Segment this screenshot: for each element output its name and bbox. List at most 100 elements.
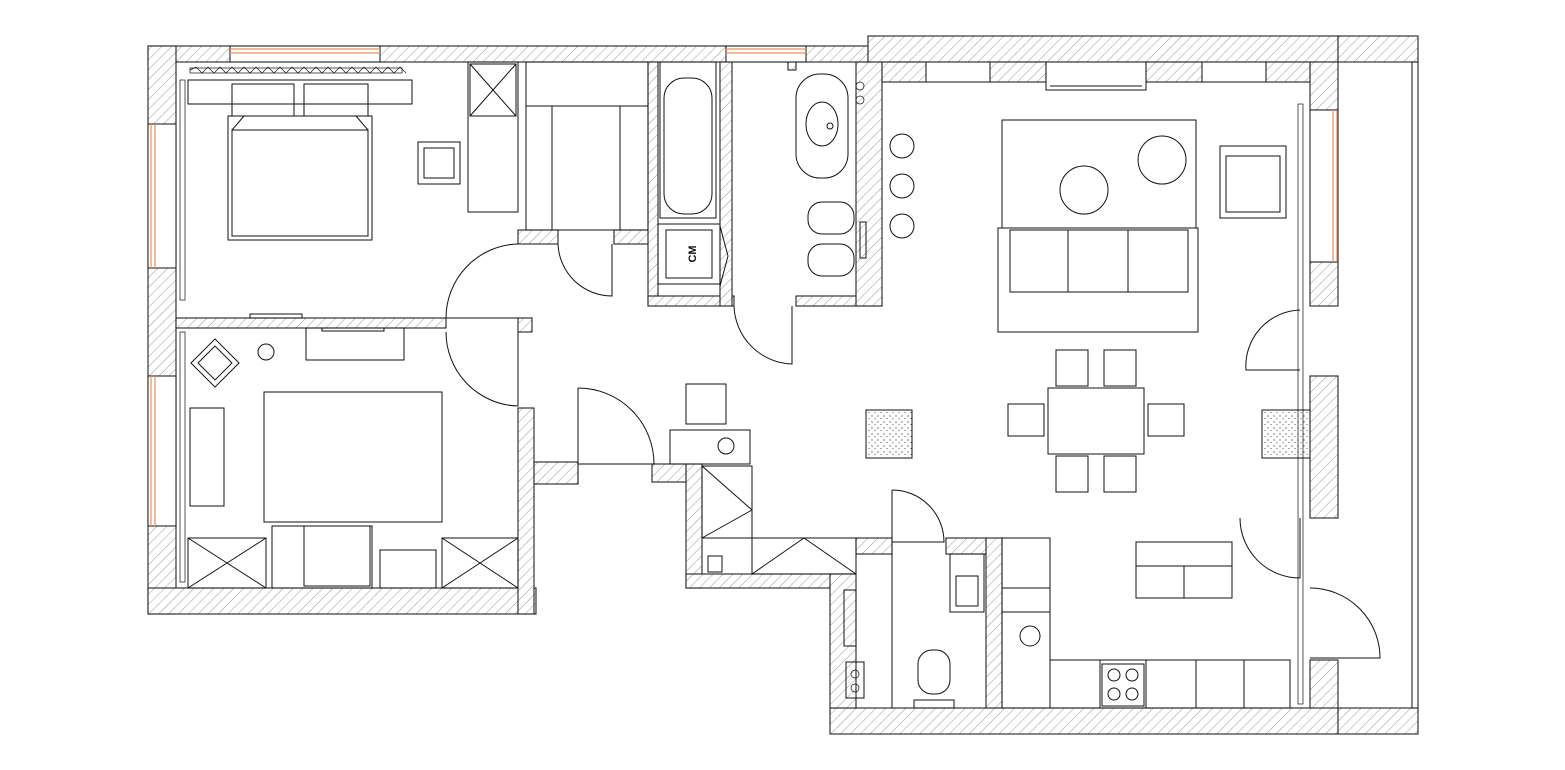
burner-2 — [1125, 668, 1139, 682]
valve-2 — [855, 95, 865, 105]
wall-bath-left — [647, 61, 659, 305]
hall-wardrobe-2 — [751, 537, 857, 575]
curtain-rail-left — [179, 79, 186, 301]
armchair-living — [1219, 145, 1287, 219]
wall-closet-bottom — [517, 229, 559, 245]
bar-stool-3 — [889, 213, 915, 239]
wardrobe-bedroom1 — [467, 61, 519, 213]
wall-bath-bottom — [647, 295, 735, 307]
hall-plant — [717, 437, 735, 455]
crib — [271, 525, 373, 589]
wall-wc-left — [787, 61, 797, 71]
wall-living-right-2 — [1309, 261, 1339, 307]
hall-stool — [685, 383, 727, 425]
wall-balcony-top — [1337, 35, 1419, 63]
curtain-rail-left-2 — [179, 331, 186, 583]
wardrobe-bedroom2-right — [441, 537, 519, 589]
dressing-room — [525, 61, 649, 297]
wall-living-bottom — [829, 707, 1339, 735]
wall-hall-lower-bottom — [685, 573, 855, 589]
wc-lower — [843, 489, 985, 709]
double-bed — [227, 115, 373, 241]
wc-upper — [795, 73, 867, 277]
wc-toilet — [917, 649, 951, 695]
bidet — [807, 243, 855, 277]
lamp — [257, 343, 275, 361]
bedroom-2 — [179, 327, 519, 589]
door-bathroom[interactable] — [733, 305, 793, 365]
curtain-rail-right — [1297, 103, 1304, 705]
door-dressing[interactable] — [557, 243, 613, 297]
closet-unit — [525, 61, 649, 231]
valve-1 — [855, 81, 865, 91]
windows — [147, 45, 1339, 527]
door-bedroom1[interactable] — [445, 243, 519, 319]
wall-living-right-4 — [1309, 659, 1339, 713]
coffee-table-1 — [1059, 165, 1109, 215]
door-wc-lower[interactable] — [891, 489, 945, 543]
column-left — [865, 409, 913, 459]
dining-chair-2 — [1103, 349, 1137, 387]
pillow-right — [303, 83, 369, 119]
wall-bedroom2-stub — [533, 461, 579, 485]
armchair-bedroom1 — [417, 141, 461, 185]
sink-counter — [795, 73, 849, 179]
sofa — [997, 227, 1199, 333]
wall-between-bedrooms — [175, 317, 447, 329]
sink-basin — [805, 101, 839, 147]
door-bedroom2[interactable] — [445, 331, 519, 407]
burner-1 — [1107, 668, 1121, 682]
wall-bedroom2-right — [517, 407, 535, 615]
wall-bath-right — [719, 61, 733, 307]
wall-wc2-left — [829, 573, 857, 709]
toilet-upper — [807, 201, 855, 235]
door-balcony-2[interactable] — [1239, 517, 1301, 579]
bathtub — [659, 61, 717, 219]
wall-wc2-right — [985, 537, 1003, 709]
hall-wardrobe-1 — [701, 465, 753, 539]
window-bedroom1-top — [229, 45, 381, 63]
living-room — [865, 103, 1381, 705]
wall-hall-lower-left — [685, 463, 703, 589]
washer-label: СМ — [687, 246, 699, 263]
kitchen — [1001, 537, 1291, 709]
faucet — [826, 122, 834, 130]
wall-between-bedrooms-right — [517, 317, 533, 333]
cooktop — [1101, 663, 1145, 707]
dining-table — [1047, 387, 1145, 455]
wall-living-right-1 — [1309, 61, 1339, 111]
wardrobe-bedroom2-left — [187, 537, 267, 589]
bedroom-1 — [179, 61, 519, 319]
hall-console — [669, 429, 751, 465]
wall-bottom-bedroom — [147, 587, 537, 615]
hall — [445, 243, 857, 575]
burner-3 — [1107, 687, 1121, 701]
dining-chair-3 — [1055, 455, 1089, 493]
shelf-bedroom2 — [305, 327, 405, 361]
dining-chair-4 — [1103, 455, 1137, 493]
bar-stool-1 — [889, 133, 915, 159]
window-living-right — [1309, 109, 1339, 263]
window-bedroom2-left — [147, 375, 177, 527]
wc-sink — [949, 553, 985, 613]
wall-wc-right — [855, 61, 883, 307]
door-balcony-3[interactable] — [1309, 587, 1381, 659]
wall-wc2-top — [855, 537, 893, 555]
wall-wc2-top-right — [945, 537, 987, 555]
door-balcony-1[interactable] — [1245, 309, 1301, 371]
dining-chair-1 — [1055, 349, 1089, 387]
bathroom: СМ — [657, 61, 793, 365]
dining-chair-6 — [1147, 403, 1185, 437]
bar-stool-2 — [889, 173, 915, 199]
dining-chair-5 — [1007, 403, 1045, 437]
armchair-bedroom2 — [190, 338, 240, 388]
curtain-rail-top — [189, 67, 403, 74]
burner-4 — [1125, 687, 1139, 701]
door-entrance[interactable] — [577, 387, 655, 465]
window-bath-top — [725, 45, 807, 63]
dresser — [379, 549, 437, 589]
wall-hall-mid — [651, 463, 687, 483]
bed-headboard — [187, 79, 413, 105]
double-bed-2 — [263, 391, 443, 523]
